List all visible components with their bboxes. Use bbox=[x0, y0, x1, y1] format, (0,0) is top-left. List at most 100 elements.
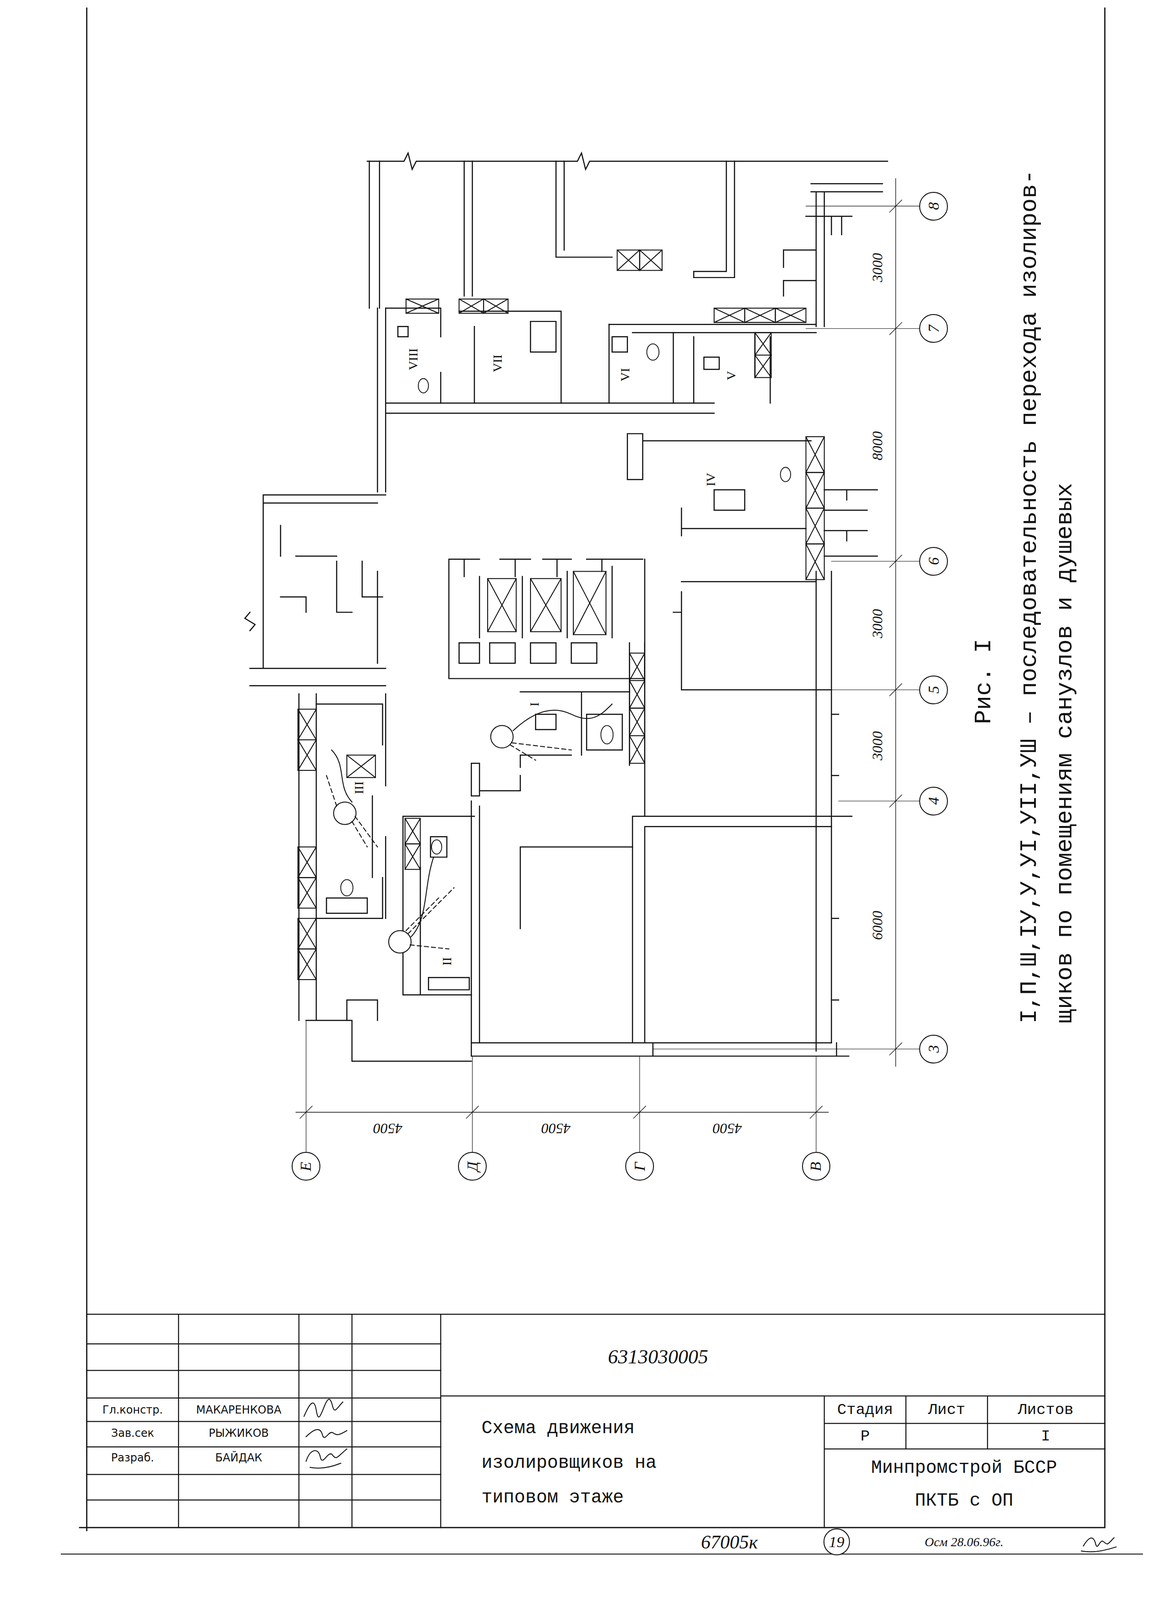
dimension-value: 3000 bbox=[869, 251, 886, 284]
drawing-title: Схема движения изолировщиков на типовом … bbox=[481, 1410, 664, 1515]
room-sequence-number: II bbox=[439, 955, 454, 967]
signatures bbox=[306, 1429, 348, 1438]
axis-bubble: В bbox=[802, 1151, 831, 1181]
ventilation-blocks bbox=[298, 739, 317, 771]
dimension-value: 4500 bbox=[371, 1119, 404, 1137]
axis-bubble: 5 bbox=[919, 675, 948, 705]
sanitary-fixtures bbox=[601, 725, 614, 744]
walls bbox=[632, 816, 852, 1043]
walls bbox=[783, 183, 883, 327]
sanitary-fixtures bbox=[646, 343, 659, 361]
ventilation-blocks bbox=[487, 578, 517, 632]
title-block-grid bbox=[86, 1343, 441, 1500]
sanitary-fixtures bbox=[780, 467, 791, 482]
walls bbox=[369, 161, 735, 309]
ventilation-blocks bbox=[298, 948, 317, 980]
axis-lines bbox=[306, 205, 920, 1152]
walls bbox=[471, 1042, 849, 1056]
dimension-value: 8000 bbox=[869, 429, 886, 462]
walls bbox=[448, 559, 645, 679]
axis-label: 4 bbox=[925, 797, 942, 805]
dimension-value: 4500 bbox=[711, 1119, 744, 1137]
walls bbox=[458, 311, 561, 403]
ventilation-blocks bbox=[714, 308, 745, 323]
dimension-lines bbox=[889, 178, 902, 1067]
axis-bubble: Г bbox=[625, 1151, 654, 1181]
ventilation-blocks bbox=[298, 918, 317, 949]
worker-routes bbox=[326, 742, 572, 949]
dimension-lines bbox=[295, 178, 902, 1119]
ventilation-blocks bbox=[805, 508, 824, 544]
axis-label: 8 bbox=[925, 202, 942, 211]
sheet-frame bbox=[61, 8, 1143, 1554]
signatures bbox=[303, 1399, 1117, 1552]
walls bbox=[608, 324, 674, 403]
dimension-value: 4500 bbox=[540, 1119, 572, 1137]
ventilation-blocks bbox=[755, 332, 772, 356]
ventilation-blocks bbox=[458, 298, 484, 314]
dimension-value: 6000 bbox=[869, 909, 886, 942]
check-note: Осм 28.06.96г. bbox=[923, 1533, 1005, 1549]
person-cell: МАКАРЕНКОВА bbox=[194, 1403, 283, 1417]
axis-label: В bbox=[808, 1161, 824, 1171]
walls bbox=[385, 402, 715, 413]
axis-bubble: 7 bbox=[919, 313, 948, 343]
worker-routes bbox=[326, 704, 613, 953]
organization-cell: Минпромстрой БССР ПКТБ с ОП bbox=[862, 1451, 1066, 1518]
room-sequence-number: IV bbox=[703, 471, 719, 488]
walls bbox=[244, 494, 386, 686]
ventilation-blocks bbox=[744, 308, 776, 323]
ventilation-blocks bbox=[405, 843, 421, 870]
dimension-value: 3000 bbox=[869, 607, 886, 640]
walls bbox=[385, 693, 386, 918]
person-cell: РЫЖИКОВ bbox=[207, 1426, 271, 1440]
figure-caption: Рис. I bbox=[970, 637, 999, 726]
walls bbox=[520, 691, 630, 768]
sheet-number-circle: 19 bbox=[823, 1528, 850, 1555]
walls bbox=[471, 762, 480, 796]
walls bbox=[244, 153, 888, 1061]
ventilation-blocks bbox=[805, 543, 824, 580]
sanitary-fixtures bbox=[431, 839, 442, 854]
ventilation-blocks bbox=[483, 298, 509, 314]
ventilation-blocks bbox=[629, 653, 645, 681]
room-sequence-number: V bbox=[724, 369, 739, 382]
person-cell: БАЙДАК bbox=[213, 1451, 264, 1465]
worker-routes bbox=[513, 704, 613, 731]
room-sequence-number: VI bbox=[617, 366, 633, 383]
room-sequence-number: III bbox=[351, 779, 367, 796]
figure-note: I,П,Ш,IУ,У,УI,УII,УШ – последовательност… bbox=[1012, 110, 1084, 1025]
header-cell: Листов bbox=[1016, 1400, 1075, 1419]
value-cell: I bbox=[1039, 1427, 1052, 1446]
walls bbox=[385, 308, 441, 403]
axis-label: Г bbox=[632, 1161, 648, 1171]
ventilation-blocks bbox=[805, 472, 824, 508]
title-block-grid bbox=[86, 1313, 1105, 1528]
ventilation-blocks bbox=[405, 818, 421, 844]
axis-label: 7 bbox=[925, 324, 942, 333]
header-cell: Стадия bbox=[835, 1400, 895, 1419]
ventilation-blocks bbox=[298, 249, 825, 980]
document-code: 6313030005 bbox=[606, 1345, 710, 1369]
walls bbox=[824, 489, 878, 556]
axis-label: 3 bbox=[925, 1044, 942, 1053]
walls bbox=[629, 642, 645, 817]
walls bbox=[280, 525, 383, 664]
room-sequence-number: I bbox=[527, 700, 542, 708]
ventilation-blocks bbox=[346, 755, 376, 778]
ventilation-blocks bbox=[298, 709, 317, 740]
signatures bbox=[1081, 1537, 1117, 1552]
header-cell: Лист bbox=[926, 1400, 968, 1419]
axis-lines bbox=[306, 1020, 817, 1153]
ventilation-blocks bbox=[639, 249, 663, 271]
walls bbox=[458, 642, 597, 664]
ventilation-blocks bbox=[617, 249, 640, 271]
worker-routes bbox=[411, 856, 434, 937]
walls bbox=[673, 581, 832, 690]
axis-label: Д bbox=[464, 1161, 480, 1172]
dimension-value: 3000 bbox=[869, 729, 886, 762]
walls bbox=[479, 775, 633, 929]
walls bbox=[367, 153, 888, 170]
sanitary-fixtures bbox=[418, 378, 429, 393]
